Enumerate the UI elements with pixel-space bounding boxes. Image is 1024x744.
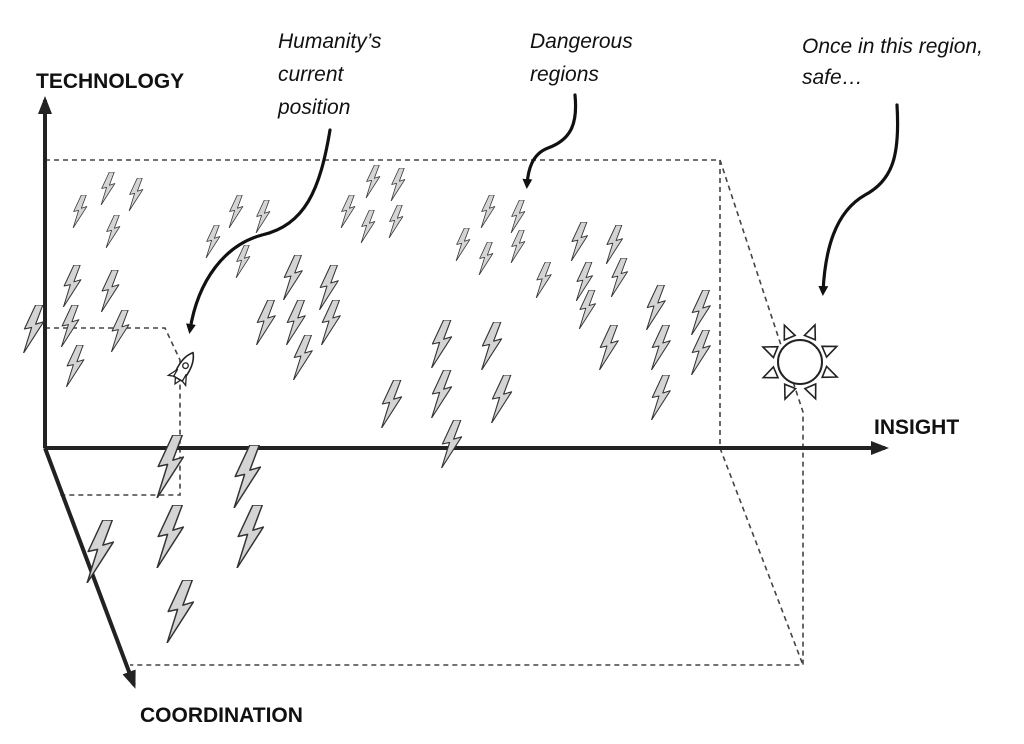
lightning-bolt-icon [236, 505, 265, 568]
sun-ray-icon [783, 383, 798, 401]
lightning-bolt-icon [72, 195, 88, 228]
lightning-bolt-icon [535, 262, 552, 298]
humanity-annotation-line-1: Humanity’s [278, 30, 382, 53]
safe-pointer-arrow [818, 103, 900, 296]
coordination-axis [43, 447, 136, 689]
lightning-bolt-icon [381, 380, 403, 428]
humanity-annotation-line-3: position [277, 96, 350, 119]
lightning-bolt-icon [23, 305, 45, 353]
rocket-icon [166, 351, 195, 388]
dangerous-annotation-line-2: regions [530, 63, 599, 86]
lightning-bolt-icon [431, 370, 453, 418]
lightning-bolt-icon [491, 375, 513, 423]
lightning-bolt-icon [360, 210, 376, 243]
lightning-bolt-icon [105, 215, 121, 248]
lightning-bolt-icon [60, 305, 80, 347]
sun-ray-icon [803, 382, 817, 401]
lightning-bolt-icon [86, 520, 115, 583]
lightning-bolt-icon [598, 325, 619, 370]
safe-annotation-line-1: Once in this region, [802, 35, 983, 58]
lightning-bolt-icon [390, 168, 406, 201]
safe-annotation: Once in this region, safe… [802, 35, 983, 89]
lightning-bolt-icon [228, 195, 244, 228]
hazard-bolts [23, 165, 711, 643]
dangerous-annotation-line-1: Dangerous [530, 30, 633, 53]
lightning-bolt-icon [285, 300, 306, 345]
lightning-bolt-icon [605, 225, 624, 264]
sun-ray-icon [761, 345, 779, 360]
region-box [45, 159, 804, 666]
sun-ray-icon [761, 365, 780, 379]
sun-ray-icon [821, 364, 839, 379]
coordination-axis-label: COORDINATION [140, 704, 303, 727]
lightning-bolt-icon [233, 445, 262, 508]
sun-ray-icon [820, 345, 839, 359]
lightning-bolt-icon [455, 228, 471, 261]
lightning-bolt-icon [650, 375, 671, 420]
lightning-bolt-icon [578, 290, 597, 329]
lightning-bolt-icon [690, 330, 711, 375]
dangerous-annotation: Dangerous regions [530, 30, 633, 86]
lightning-bolt-icon [510, 230, 526, 263]
lightning-bolt-icon [255, 300, 276, 345]
dangerous-pointer-arrow [522, 93, 578, 189]
lightning-bolt-icon [100, 270, 120, 312]
lightning-bolt-icon [645, 285, 666, 330]
lightning-bolt-icon [65, 345, 85, 387]
lightning-bolt-icon [166, 580, 195, 643]
sun-ray-icon [802, 323, 817, 341]
insight-axis-label: INSIGHT [874, 416, 959, 439]
lightning-bolt-icon [441, 420, 463, 468]
axes [38, 96, 889, 689]
lightning-bolt-icon [156, 505, 185, 568]
sun-ray-icon [783, 323, 797, 342]
lightning-bolt-icon [610, 258, 629, 297]
sun-icon [761, 323, 839, 401]
lightning-bolt-icon [650, 325, 671, 370]
lightning-bolt-icon [340, 195, 356, 228]
humanity-annotation-line-2: current [278, 63, 345, 86]
lightning-bolt-icon [292, 335, 313, 380]
lightning-bolt-icon [255, 200, 271, 233]
lightning-bolt-icon [388, 205, 404, 238]
lightning-bolt-icon [478, 242, 494, 275]
lightning-bolt-icon [205, 225, 221, 258]
lightning-bolt-icon [431, 320, 453, 368]
lightning-bolt-icon [510, 200, 526, 233]
lightning-bolt-icon [100, 172, 116, 205]
lightning-bolt-icon [235, 245, 251, 278]
lightning-bolt-icon [282, 255, 303, 300]
safe-annotation-line-2: safe… [802, 66, 863, 89]
lightning-bolt-icon [480, 195, 496, 228]
lightning-bolt-icon [320, 300, 341, 345]
humanity-annotation: Humanity’s current position [277, 30, 382, 119]
lightning-bolt-icon [365, 165, 381, 198]
lightning-bolt-icon [570, 222, 589, 261]
lightning-bolt-icon [128, 178, 144, 211]
lightning-bolt-icon [481, 322, 503, 370]
lightning-bolt-icon [690, 290, 711, 335]
lightning-bolt-icon [110, 310, 130, 352]
humanity-pointer-arrow [186, 128, 332, 334]
technology-axis-label: TECHNOLOGY [36, 70, 184, 93]
lightning-bolt-icon [62, 265, 82, 307]
